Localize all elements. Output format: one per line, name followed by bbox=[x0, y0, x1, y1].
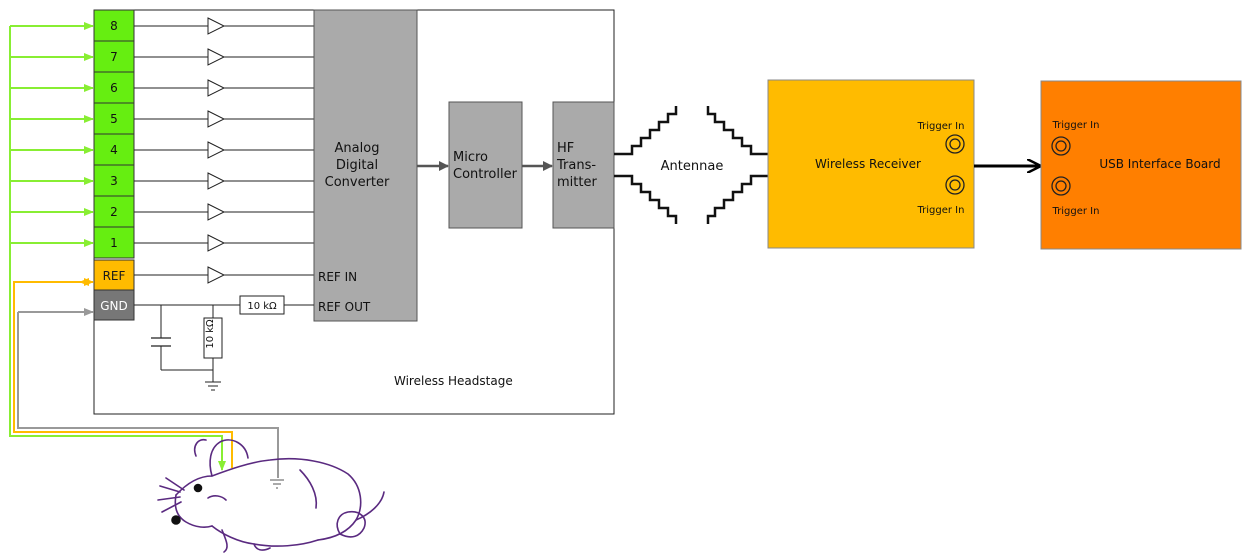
amplifier-icon bbox=[207, 79, 226, 97]
hf-transmitter-block bbox=[552, 101, 615, 229]
wireless-receiver-block bbox=[767, 79, 975, 249]
ref-out-label: REF OUT bbox=[318, 300, 371, 314]
usb-interface-block bbox=[1040, 80, 1242, 250]
adc-label-3: Converter bbox=[325, 175, 390, 190]
amplifier-icon bbox=[207, 172, 226, 190]
resistor-icon: 10 kΩ bbox=[203, 317, 223, 359]
micro-controller-block bbox=[448, 101, 523, 229]
gnd-connector: GND bbox=[93, 289, 135, 321]
gnd-electrode-wire bbox=[17, 312, 279, 478]
amplifier-lines bbox=[134, 17, 314, 284]
amplifier-icon bbox=[207, 234, 226, 252]
bnc-connector-icon bbox=[945, 134, 965, 154]
channel-block bbox=[93, 226, 135, 259]
channel-block bbox=[93, 133, 135, 166]
antenna-icon bbox=[706, 106, 768, 224]
capacitor-icon bbox=[151, 337, 171, 347]
channel-label: 8 bbox=[110, 19, 118, 33]
bnc-connector-icon bbox=[1051, 136, 1071, 156]
ground-icon bbox=[205, 381, 221, 391]
channel-label: 1 bbox=[110, 236, 118, 250]
antenna-icon bbox=[614, 106, 678, 224]
resistor-vertical-label: 10 kΩ bbox=[205, 319, 216, 349]
receiver-trigger-bottom-label: Trigger In bbox=[917, 205, 965, 216]
hf-label-1: HF bbox=[557, 141, 574, 156]
bnc-connector-icon bbox=[945, 175, 965, 195]
amplifier-icon bbox=[207, 17, 226, 35]
channel-block bbox=[93, 9, 135, 42]
channel-label: 3 bbox=[110, 174, 118, 188]
adc-label-2: Digital bbox=[336, 158, 378, 173]
electrode-wires bbox=[9, 22, 279, 478]
adc-label-1: Analog bbox=[335, 141, 380, 156]
ground-icon bbox=[270, 479, 284, 489]
channel-label: 2 bbox=[110, 205, 118, 219]
gnd-label: GND bbox=[100, 299, 128, 313]
receiver-trigger-top-label: Trigger In bbox=[917, 121, 965, 132]
channel-block bbox=[93, 195, 135, 228]
channel-label: 7 bbox=[110, 50, 118, 64]
channel-label: 5 bbox=[110, 112, 118, 126]
ref-in-label: REF IN bbox=[318, 270, 357, 284]
micro-label-2: Controller bbox=[453, 167, 518, 182]
amplifier-icon bbox=[207, 141, 226, 159]
green-electrode-wire bbox=[9, 26, 226, 471]
amplifier-icon bbox=[207, 266, 226, 284]
headstage-label: Wireless Headstage bbox=[394, 374, 513, 388]
resistor-icon: 10 kΩ bbox=[239, 295, 285, 315]
usb-trigger-bottom-label: Trigger In bbox=[1052, 206, 1100, 217]
micro-label-1: Micro bbox=[453, 150, 488, 165]
ref-connector: REF bbox=[93, 259, 135, 291]
ref-label: REF bbox=[103, 269, 126, 283]
channel-label: 4 bbox=[110, 143, 118, 157]
bnc-connector-icon bbox=[1051, 176, 1071, 196]
resistor-horizontal-label: 10 kΩ bbox=[247, 301, 277, 312]
hf-label-2: Trans- bbox=[556, 158, 596, 173]
ref-block bbox=[93, 259, 135, 291]
rat-icon bbox=[157, 438, 385, 553]
channel-label: 6 bbox=[110, 81, 118, 95]
amplifier-icon bbox=[207, 48, 226, 66]
usb-trigger-top-label: Trigger In bbox=[1052, 120, 1100, 131]
antennae-label: Antennae bbox=[661, 159, 724, 174]
hf-label-3: mitter bbox=[557, 175, 597, 190]
adc-block bbox=[313, 9, 418, 322]
receiver-label: Wireless Receiver bbox=[815, 157, 921, 171]
amplifier-icon bbox=[207, 203, 226, 221]
amplifier-icon bbox=[207, 110, 226, 128]
usb-label: USB Interface Board bbox=[1099, 157, 1220, 171]
channel-connectors: 8 7 6 5 4 3 2 1 bbox=[93, 9, 135, 259]
gnd-network bbox=[134, 304, 314, 382]
